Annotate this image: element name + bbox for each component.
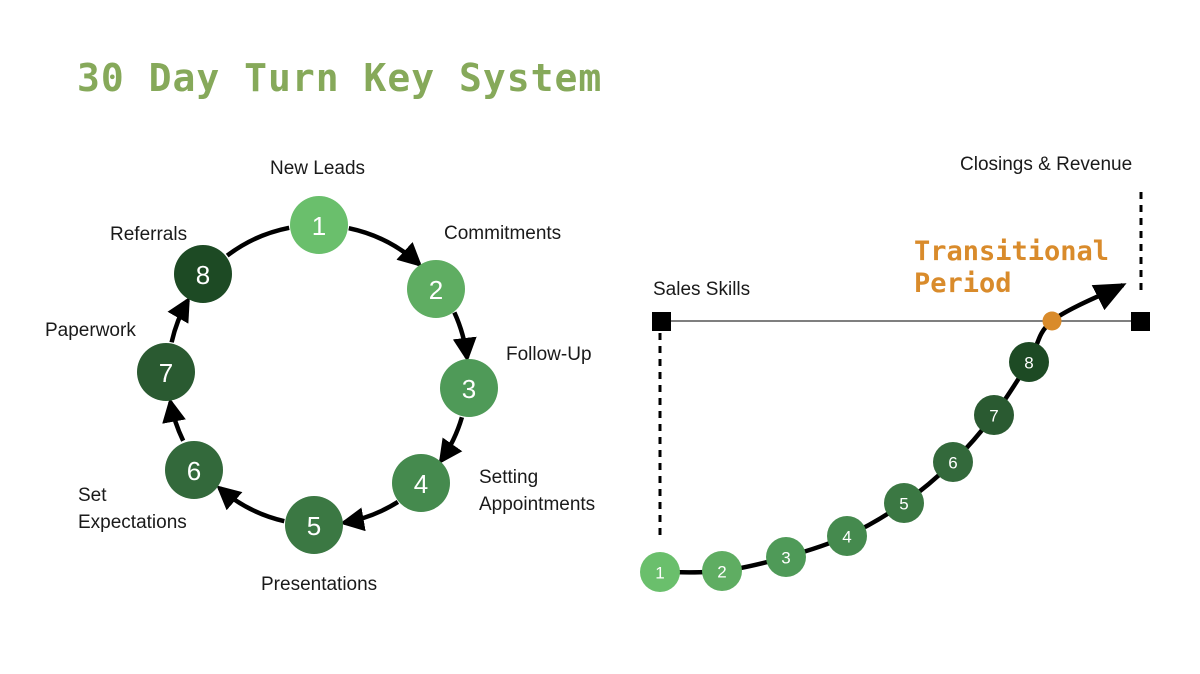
- step-number: 7: [989, 407, 998, 426]
- step-number: 8: [196, 260, 210, 290]
- step-circle: [290, 196, 348, 254]
- step-label-new-leads: New Leads: [270, 158, 366, 179]
- label-line: Set: [78, 485, 107, 506]
- curve-step-node: 4: [827, 516, 867, 556]
- cycle-step-node: 2: [407, 260, 465, 318]
- sales-skills-label: Sales Skills: [653, 279, 751, 300]
- step-label-presentations: Presentations: [261, 574, 378, 595]
- cycle-arrow: [216, 485, 285, 524]
- step-circle: [1009, 342, 1049, 382]
- cycle-step-node: 6: [165, 441, 223, 499]
- step-number: 6: [948, 454, 957, 473]
- cycle-nodes: 1 2 3 4 5 6 7 8: [137, 196, 498, 554]
- label-line: Period: [914, 268, 1012, 299]
- step-number: 5: [899, 495, 908, 514]
- step-circle: [933, 442, 973, 482]
- cycle-arrow: [452, 311, 477, 362]
- curve-step-node: 1: [640, 552, 680, 592]
- transition-point: [1042, 311, 1062, 331]
- closings-revenue-label: Closings & Revenue: [960, 154, 1133, 175]
- step-number: 1: [655, 564, 664, 583]
- step-circle: [174, 245, 232, 303]
- step-number: 3: [781, 549, 790, 568]
- cycle-arrow: [438, 416, 465, 465]
- transitional-period-label: Transitional Period: [914, 236, 1109, 300]
- end-marker: [1131, 312, 1150, 331]
- step-circle: [165, 441, 223, 499]
- step-circle: [407, 260, 465, 318]
- label-line: Appointments: [479, 494, 596, 515]
- step-label-paperwork: Paperwork: [45, 320, 136, 341]
- step-circle: [440, 359, 498, 417]
- step-number: 3: [462, 374, 476, 404]
- cycle-step-node: 5: [285, 496, 343, 554]
- step-circle: [640, 552, 680, 592]
- step-label-commitments: Commitments: [444, 223, 562, 244]
- label-line: Transitional: [914, 236, 1110, 267]
- step-number: 7: [159, 358, 173, 388]
- step-number: 2: [717, 563, 726, 582]
- cycle-step-node: 1: [290, 196, 348, 254]
- curve-step-node: 5: [884, 483, 924, 523]
- cycle-arrow: [167, 296, 190, 343]
- step-circle: [766, 537, 806, 577]
- curve-step-node: 3: [766, 537, 806, 577]
- step-label-referrals: Referrals: [110, 224, 188, 245]
- step-circle: [884, 483, 924, 523]
- step-number: 4: [414, 469, 428, 499]
- curve-step-node: 8: [1009, 342, 1049, 382]
- curve-step-node: 2: [702, 551, 742, 591]
- page-title: 30 Day Turn Key System: [77, 56, 603, 100]
- cycle-step-node: 3: [440, 359, 498, 417]
- step-label-setting-appointments: Setting Appointments: [479, 464, 595, 518]
- cycle-arrow: [162, 397, 186, 442]
- step-circle: [974, 395, 1014, 435]
- cycle-step-node: 4: [392, 454, 450, 512]
- step-label-set-expectations: Set Expectations: [78, 482, 187, 536]
- step-number: 1: [312, 211, 326, 241]
- step-number: 4: [842, 528, 851, 547]
- curve-step-node: 6: [933, 442, 973, 482]
- label-line: Setting: [479, 467, 539, 488]
- step-number: 6: [187, 456, 201, 486]
- curve-nodes: 1 2 3 4 5 6 7 8: [640, 342, 1049, 592]
- step-number: 5: [307, 511, 321, 541]
- step-number: 8: [1024, 354, 1033, 373]
- label-line: Expectations: [78, 512, 187, 533]
- cycle-arrow: [339, 500, 400, 532]
- step-number: 2: [429, 275, 443, 305]
- growth-curve: [659, 282, 1127, 575]
- step-label-follow-up: Follow-Up: [506, 344, 592, 365]
- step-circle: [285, 496, 343, 554]
- step-circle: [702, 551, 742, 591]
- step-circle: [392, 454, 450, 512]
- cycle-step-node: 7: [137, 343, 195, 401]
- cycle-step-node: 8: [174, 245, 232, 303]
- cycle-arrow: [348, 225, 423, 268]
- cycle-connector: [225, 225, 290, 258]
- step-circle: [137, 343, 195, 401]
- step-circle: [827, 516, 867, 556]
- curve-step-node: 7: [974, 395, 1014, 435]
- cycle-arrows: [162, 225, 477, 532]
- start-marker: [652, 312, 671, 331]
